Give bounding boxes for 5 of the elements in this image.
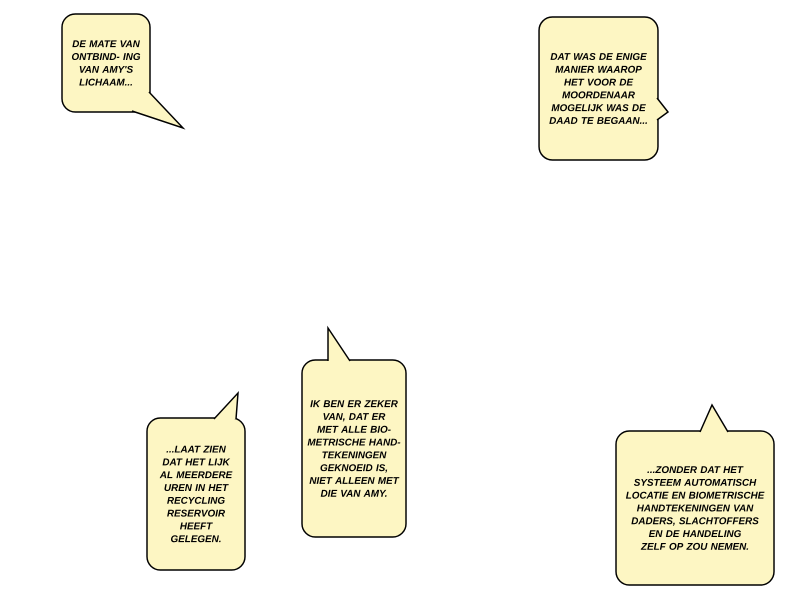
speech-bubble: ...ZONDER DAT HET SYSTEEM AUTOMATISCH LOCATIE EN BIOMETRISCHE HANDTEKENINGEN VAN DADERS, SLACHTOFFERS EN DE HANDELING ZELF OP ZOU NEMEN. [615,403,775,586]
speech-bubble: DE MATE VAN ONTBIND- ING VAN AMY'S LICHAAM... [61,13,186,130]
speech-bubble: DAT WAS DE ENIGE MANIER WAAROP HET VOOR DE MOORDENAAR MOGELIJK WAS DE DAAD TE BEGAAN... [538,16,670,161]
speech-bubble: IK BEN ER ZEKER VAN, DAT ER MET ALLE BIO- METRISCHE HAND- TEKENINGEN GEKNOEID IS, NIET ALLEEN MET DIE VAN AMY. [301,326,407,538]
speech-bubble: ...LAAT ZIEN DAT HET LIJK AL MEERDERE UREN IN HET RECYCLING RESERVOIR HEEFT GELEGEN. [146,390,246,571]
